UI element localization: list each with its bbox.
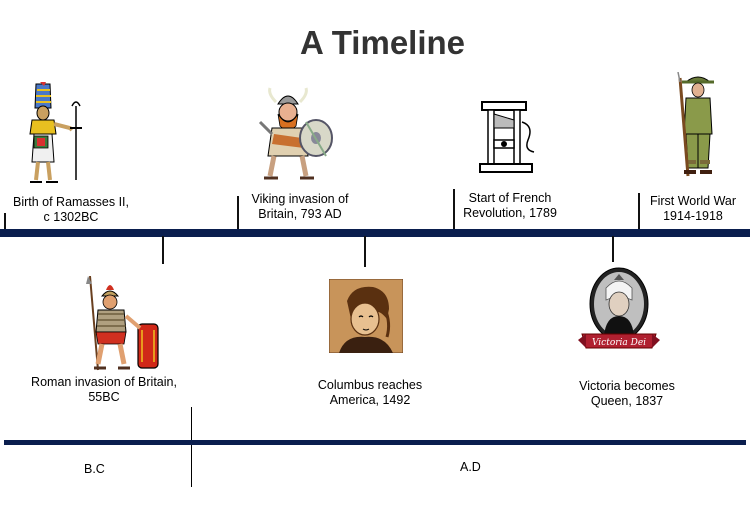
pharaoh-icon: [29, 82, 82, 183]
tick-ramasses: [4, 213, 6, 230]
event-label-roman: Roman invasion of Britain,55BC: [31, 375, 177, 404]
viking-icon: [258, 87, 333, 180]
roman-soldier-icon: [86, 276, 159, 371]
era-label-bc: B.C: [84, 462, 105, 476]
tick-victoria: [612, 236, 614, 262]
event-label-ramasses: Birth of Ramasses II,c 1302BC: [12, 195, 129, 224]
tick-french-revolution: [453, 189, 455, 230]
victoria-cameo-icon: Victoria Dei: [578, 267, 660, 349]
tick-viking: [237, 196, 239, 230]
guillotine-icon: [479, 101, 535, 173]
era-divider: [191, 407, 192, 487]
tick-roman: [162, 236, 164, 264]
timeline-axis: [0, 229, 750, 237]
soldier-icon: [677, 72, 714, 177]
era-axis: [4, 440, 746, 445]
columbus-portrait-icon: [329, 279, 403, 353]
tick-columbus: [364, 236, 366, 267]
victoria-banner-text: Victoria Dei: [592, 338, 646, 348]
tick-world-war: [638, 193, 640, 230]
page-title: A Timeline: [299, 24, 466, 61]
era-label-ad: A.D: [460, 460, 481, 474]
